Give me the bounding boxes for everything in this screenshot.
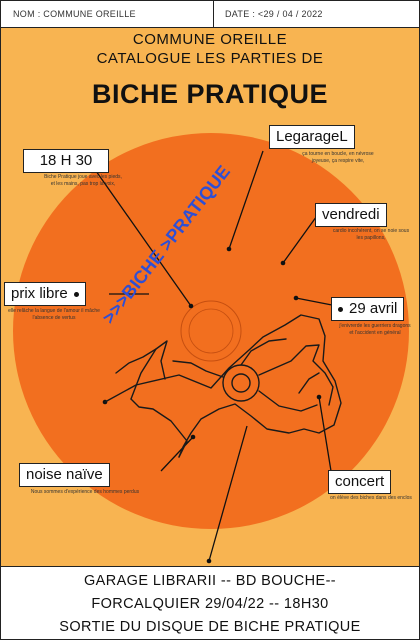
bullet-icon <box>73 291 79 297</box>
label-avril: 29 avril <box>331 297 405 321</box>
header-divider <box>213 1 214 27</box>
note-vendredi: cardio incohérent, on se noie sous les p… <box>332 228 410 241</box>
footer-line-2: FORCALQUIER 29/04/22 -- 18H30 <box>91 596 329 612</box>
connector-dots <box>102 246 322 564</box>
title-main: BICHE PRATIQUE <box>91 79 328 109</box>
note-time: Biche Pratique joue avec les pieds, et l… <box>44 174 122 187</box>
title-line-1: COMMUNE OREILLE <box>132 31 288 48</box>
note-concert: on élève des biches dans des enclos <box>330 495 412 501</box>
footer: GARAGE LIBRARII -- BD BOUCHE-- FORCALQUI… <box>1 566 419 639</box>
note-prix: elle relâche la langue de l'amour il mâc… <box>8 308 100 321</box>
label-noise: noise naïve <box>19 463 110 487</box>
connector-lines <box>95 150 338 562</box>
hands-drawing <box>104 314 342 458</box>
title-line-2: CATALOGUE LES PARTIES DE <box>96 50 324 67</box>
header-nom: NOM : COMMUNE OREILLE <box>13 9 136 19</box>
note-avril: j'enivrerde les guerriers dragons et l'a… <box>339 323 411 336</box>
disc-inner-ring <box>188 308 234 354</box>
label-prix: prix libre <box>4 282 86 306</box>
label-time: 18 H 30 <box>23 149 109 173</box>
bullet-icon <box>338 306 343 312</box>
header-date: DATE : <29 / 04 / 2022 <box>225 9 323 19</box>
label-vendredi: vendredi <box>315 203 387 227</box>
note-noise: Nous sommes d'expérience des hommes perd… <box>30 489 140 495</box>
footer-line-3: SORTIE DU DISQUE DE BICHE PRATIQUE <box>59 619 361 635</box>
note-legarage: ça tourne en boucle, en névrose joyeuse,… <box>302 151 374 164</box>
header-bar: NOM : COMMUNE OREILLE DATE : <29 / 04 / … <box>1 1 419 28</box>
label-concert: concert <box>328 470 392 494</box>
label-prix-text: prix libre <box>11 285 68 302</box>
footer-line-1: GARAGE LIBRARII -- BD BOUCHE-- <box>83 573 337 589</box>
label-avril-text: 29 avril <box>349 300 398 317</box>
disc-label-ring <box>180 300 242 362</box>
label-legarage: LegarageL <box>269 125 355 149</box>
